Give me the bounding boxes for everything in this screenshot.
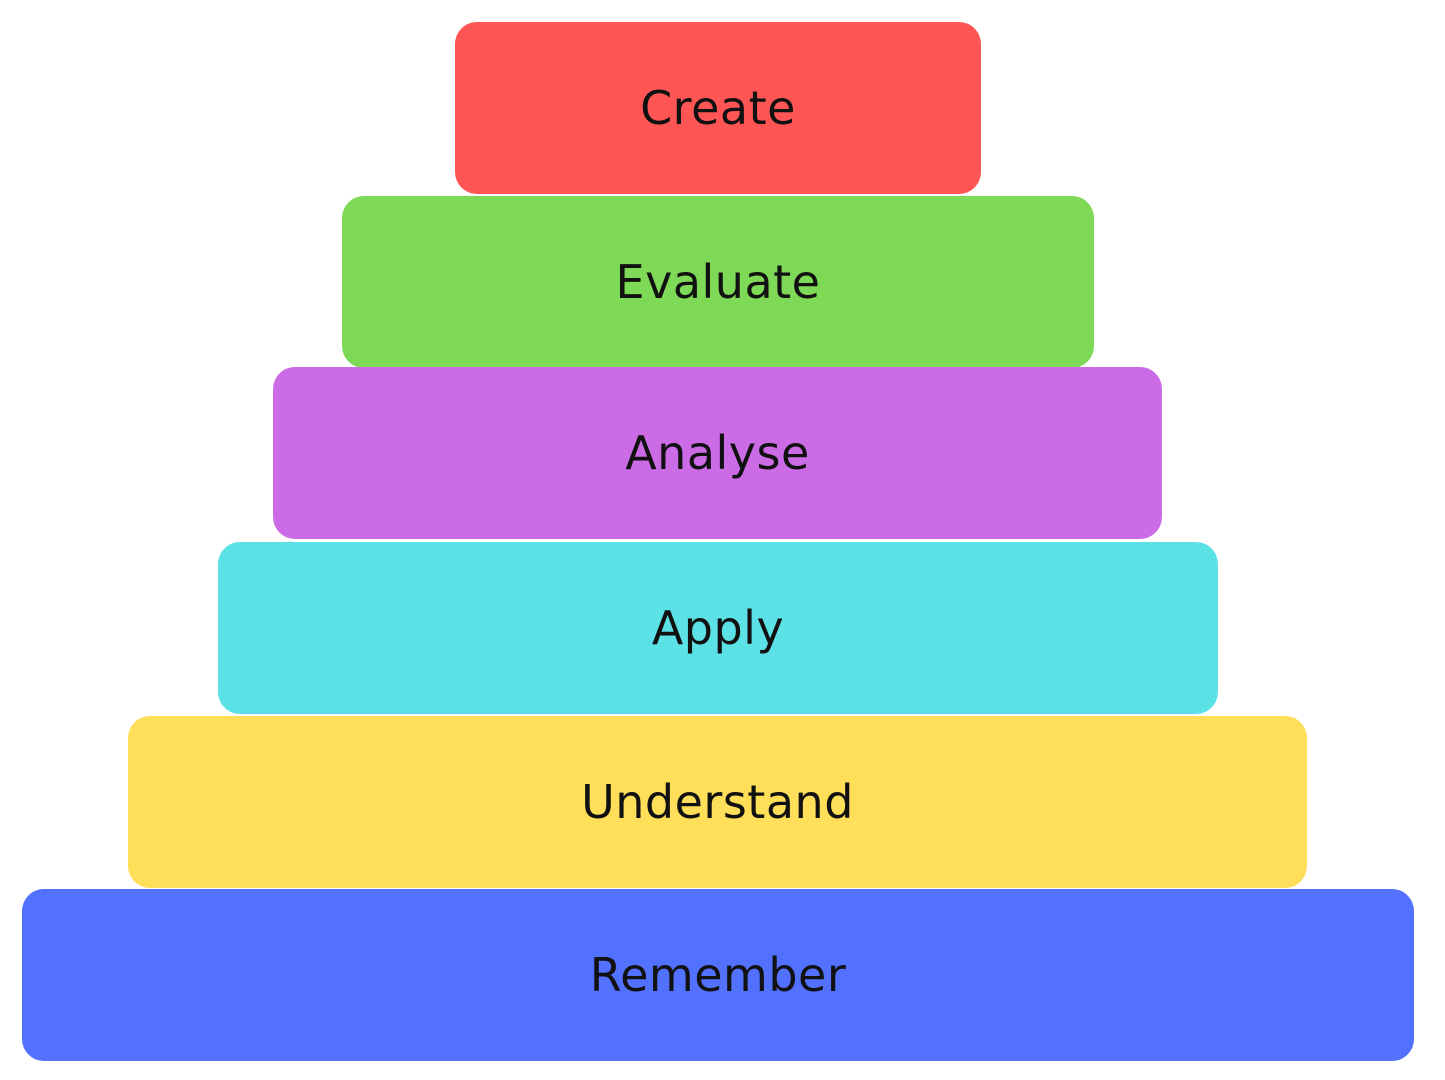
level-analyse: Analyse	[273, 367, 1162, 539]
level-label-remember: Remember	[589, 948, 847, 1002]
level-evaluate: Evaluate	[342, 196, 1094, 368]
level-create: Create	[455, 22, 981, 194]
level-apply: Apply	[218, 542, 1218, 714]
level-remember: Remember	[22, 889, 1414, 1061]
level-label-analyse: Analyse	[625, 426, 810, 480]
level-label-apply: Apply	[651, 601, 785, 655]
level-label-create: Create	[640, 81, 796, 135]
level-label-evaluate: Evaluate	[615, 255, 821, 309]
level-label-understand: Understand	[581, 775, 854, 829]
level-understand: Understand	[128, 716, 1307, 888]
